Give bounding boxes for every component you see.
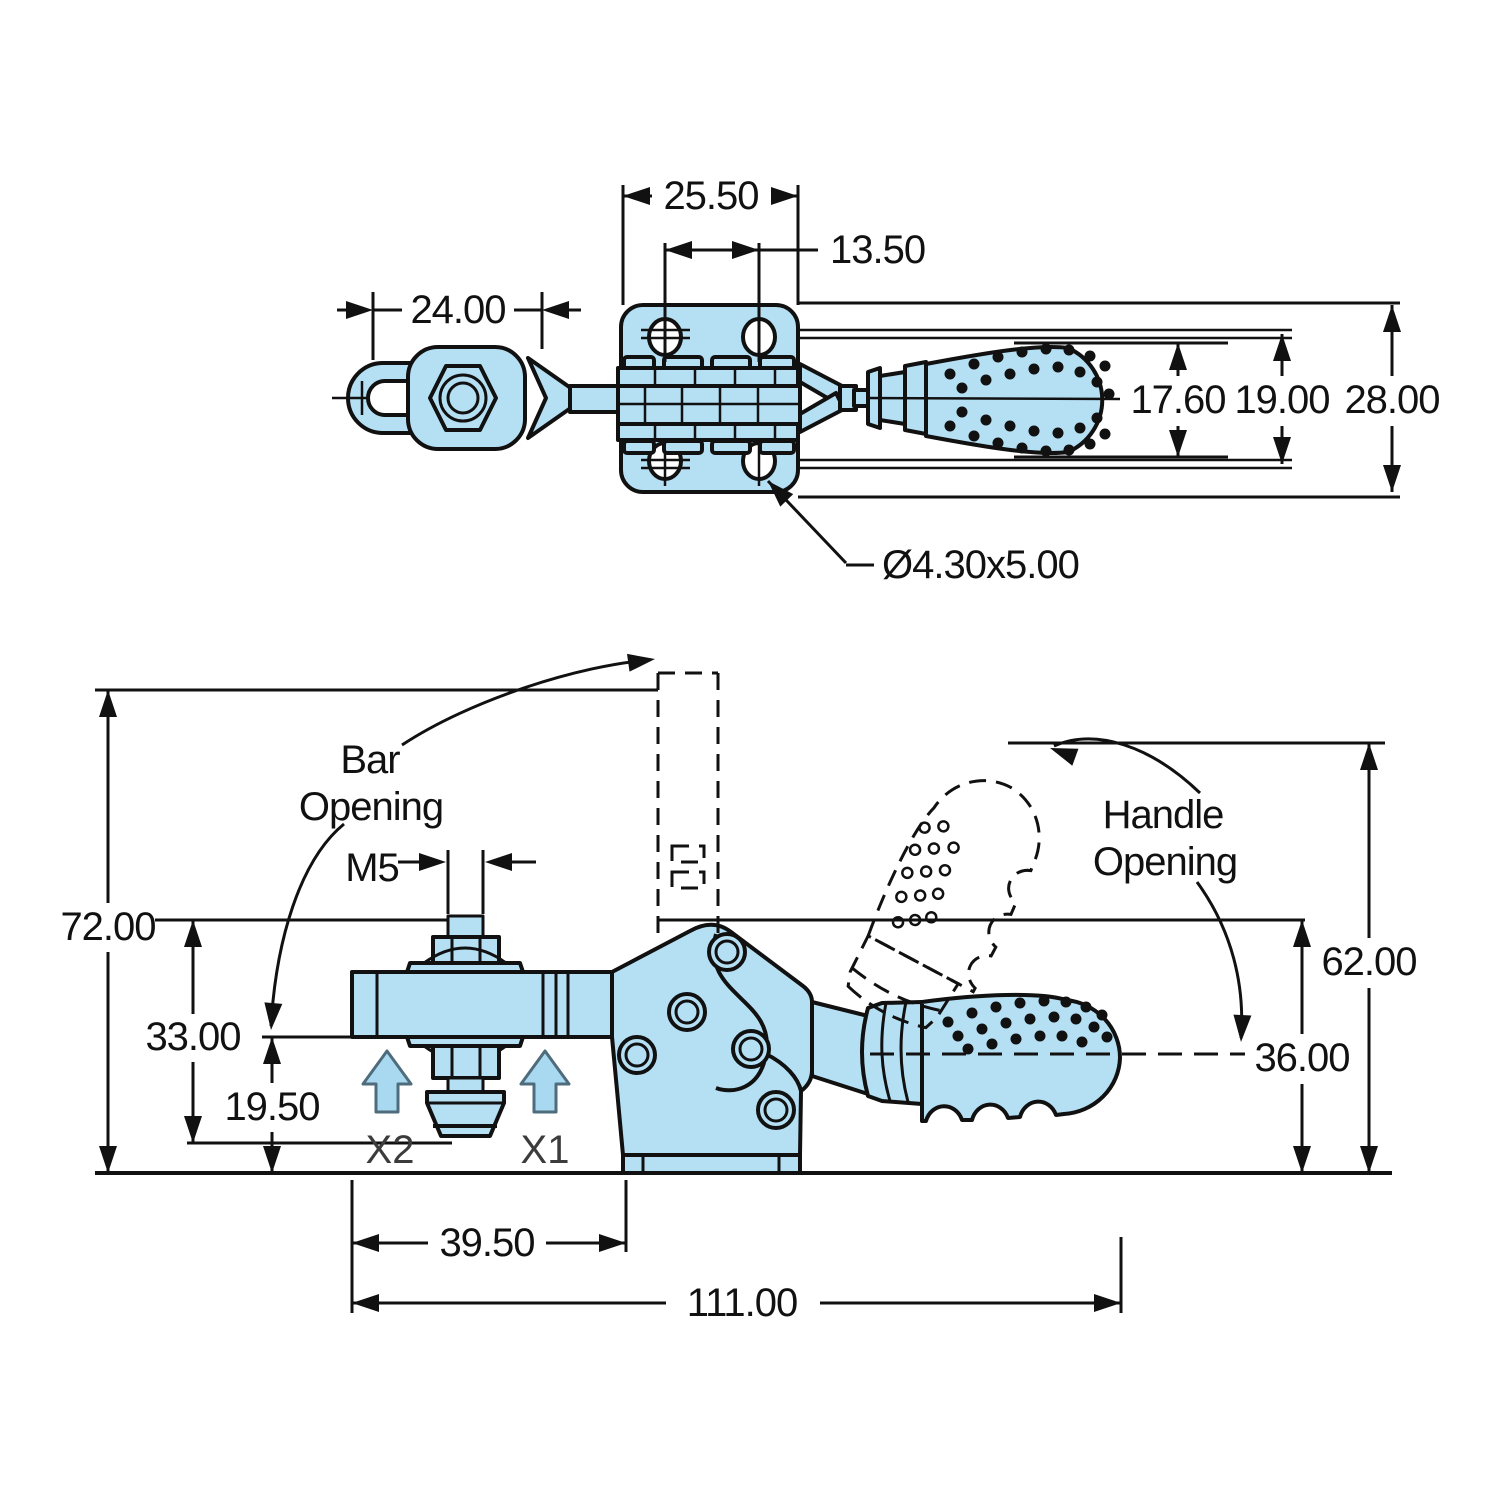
dimension-total-length: 111.00 [352,1281,1121,1325]
force-indicators: X2 X1 [361,1049,571,1172]
bar-opening-line2: Opening [299,785,443,829]
bar-open-position [656,671,720,933]
up-arrow-icon [519,1049,571,1114]
dimension-bar-end-to-base: 39.50 [352,1221,626,1265]
bar-opening-line1: Bar [340,738,400,782]
handle-opening-line2: Opening [1093,840,1237,884]
dimension-hole-spacing: 13.50 [663,228,926,362]
dim-text-39-50: 39.50 [439,1221,534,1265]
grip-texture-dots-side [942,995,1113,1055]
handle-side [810,992,1245,1123]
mount-hole-callout: Ø4.30x5.00 [761,474,1080,587]
dim-text-13-50: 13.50 [830,228,925,272]
dim-text-28-00: 28.00 [1344,378,1439,422]
dim-text-19-00: 19.00 [1234,378,1329,422]
bar-opening-label: Bar Opening [262,650,657,1031]
linkage-top [568,355,870,455]
bar-end-top [332,345,577,451]
dim-text-17-60: 17.60 [1130,378,1225,422]
handle-open-position [846,779,1041,1030]
top-view-extension-lines [741,301,1400,499]
side-view: X2 X1 [60,650,1418,1325]
spindle-bottom-nut [431,1044,501,1080]
dim-text-19-50: 19.50 [224,1085,319,1129]
dimension-spindle-thread: M5 [345,846,536,914]
handle-grip-side [920,992,1123,1123]
clamp-base [621,1153,802,1175]
force-point-x2-label: X2 [366,1128,415,1172]
up-arrow-icon [361,1049,413,1114]
grip-texture-dots-top [944,343,1115,457]
dimension-plate-width: 25.50 [621,174,800,305]
dimension-bar-opening: 33.00 [145,920,242,1143]
dim-text-m5: M5 [345,846,399,890]
dim-text-hole-note: Ø4.30x5.00 [882,543,1079,587]
dim-text-24: 24.00 [410,288,505,332]
dimension-handle-open-height: 62.00 [1321,743,1418,1173]
dimension-handle-width: 17.60 [1130,343,1227,457]
dim-text-111: 111.00 [687,1281,797,1325]
dim-text-25-50: 25.50 [663,174,758,218]
dimension-handle-height: 36.00 [1254,920,1351,1173]
dim-text-33: 33.00 [145,1015,240,1059]
dimension-bar-height: 19.50 [224,1037,321,1173]
handle-grip-top [924,344,1105,456]
dimension-open-height: 72.00 [60,690,157,1173]
rivets [617,932,796,1130]
dim-text-72: 72.00 [60,905,155,949]
force-point-x1-label: X1 [521,1128,570,1172]
dim-text-36: 36.00 [1254,1036,1349,1080]
dimension-plate-depth: 28.00 [1344,305,1441,492]
spindle-assembly [405,914,525,1138]
dimension-hole-line-width: 19.00 [1234,334,1331,464]
handle-opening-line1: Handle [1103,793,1224,837]
dim-text-62: 62.00 [1321,940,1416,984]
dimension-bar-end-width: 24.00 [337,288,581,360]
clamp-bar-side [350,970,614,1039]
grip-texture-dots-open [891,820,960,929]
spindle-top-nut [431,935,501,967]
handle-opening-label: Handle Opening [1046,737,1252,1043]
top-view: 24.00 25.50 13.50 17.60 [332,174,1441,587]
spindle-foot [425,1090,506,1138]
handle-top [866,343,1121,457]
